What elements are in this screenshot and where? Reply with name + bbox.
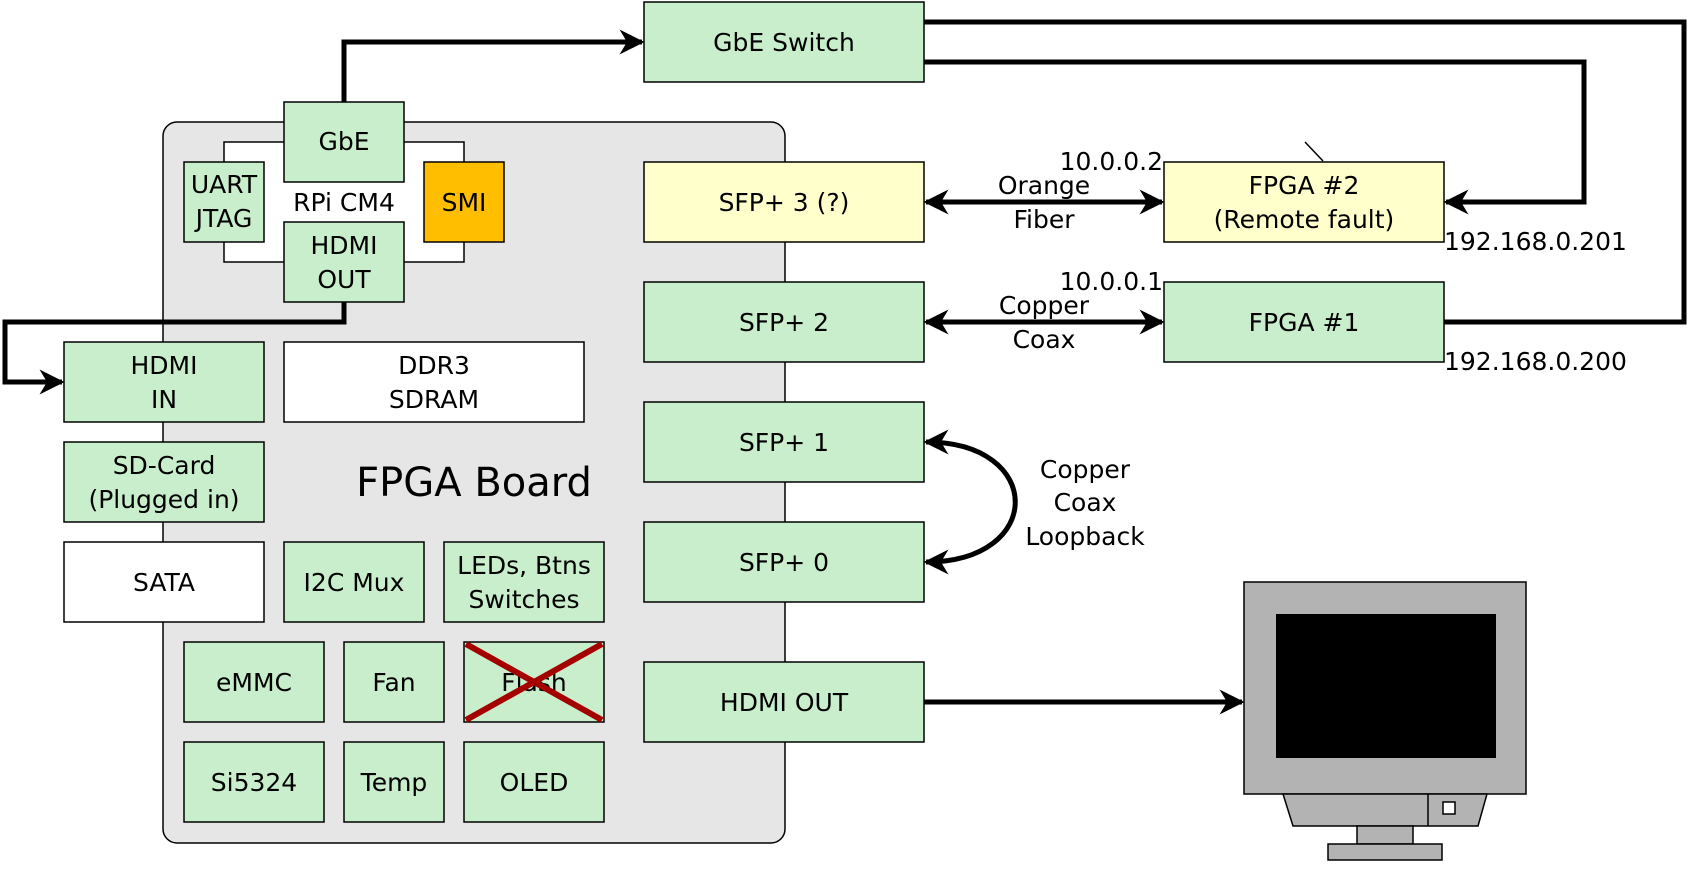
- loopback-line1: Copper: [1040, 455, 1131, 484]
- hdmi-in-box: [63, 341, 265, 423]
- temp-box: [343, 741, 445, 823]
- sfp3-box: [643, 161, 925, 243]
- fan-label: Fan: [372, 668, 415, 697]
- temp-label: Temp: [360, 768, 428, 797]
- sdcard-line1: SD-Card: [113, 451, 216, 480]
- orange-fiber-line2: Fiber: [1013, 205, 1075, 234]
- leds-line1: LEDs, Btns: [457, 551, 591, 580]
- cm4-gbe-to-switch-arrow: [341, 29, 645, 102]
- cm4-hdmi-to-hdmi-in-arrow: [2, 302, 347, 395]
- sdcard-box: [63, 441, 265, 523]
- fpga2-ip-192: 192.168.0.201: [1444, 227, 1627, 256]
- oled-label: OLED: [500, 768, 569, 797]
- ddr3-line1: DDR3: [398, 351, 470, 380]
- sata-box: [63, 541, 265, 623]
- ddr3-line2: SDRAM: [389, 385, 479, 414]
- fpga1-ip-192: 192.168.0.200: [1444, 347, 1627, 376]
- gbe-switch-label: GbE Switch: [713, 28, 855, 57]
- leds-btns-box: [443, 541, 605, 623]
- orange-fiber-line1: Orange: [998, 171, 1090, 200]
- sata-label: SATA: [133, 568, 195, 597]
- i2c-mux-box: [283, 541, 425, 623]
- sfp1-label: SFP+ 1: [739, 428, 829, 457]
- switch-to-fpga2-arrow: [924, 59, 1587, 215]
- sfp2-box: [643, 281, 925, 363]
- hdmi-in-line1: HDMI: [131, 351, 198, 380]
- cm4-gbe-label: GbE: [318, 127, 369, 156]
- fpga2-ip-10: 10.0.0.2: [1060, 147, 1163, 176]
- emmc-label: eMMC: [216, 668, 292, 697]
- emmc-box: [183, 641, 325, 723]
- cm4-label: RPi CM4: [293, 188, 395, 217]
- fpga-board-title: FPGA Board: [356, 460, 592, 506]
- sfp0-box: [643, 521, 925, 603]
- copper-coax-line1: Copper: [999, 291, 1090, 320]
- copper-coax-line2: Coax: [1013, 325, 1076, 354]
- board-hdmi-out-box: [643, 661, 925, 743]
- fpga1-label: FPGA #1: [1249, 308, 1360, 337]
- loopback-line3: Loopback: [1025, 522, 1145, 551]
- cm4-hdmi-out-line1: HDMI: [311, 231, 378, 260]
- board-hdmi-out-label: HDMI OUT: [720, 688, 849, 717]
- i2c-mux-label: I2C Mux: [304, 568, 405, 597]
- flash-cross-line-b: [464, 641, 604, 723]
- fpga2-box: [1163, 161, 1445, 243]
- sfp1-sfp0-loopback-arrow: [923, 429, 1018, 575]
- si5324-label: Si5324: [211, 768, 297, 797]
- switch-to-fpga1-line: [924, 19, 1687, 325]
- hdmi-in-line2: IN: [151, 385, 177, 414]
- cm4-hdmi-out-line2: OUT: [317, 265, 371, 294]
- monitor-icon: [1243, 581, 1527, 861]
- cm4-smi-box: [423, 161, 505, 243]
- sdcard-line2: (Plugged in): [88, 485, 239, 514]
- fpga1-ip-10: 10.0.0.1: [1060, 267, 1163, 296]
- cm4-smi-label: SMI: [442, 188, 487, 217]
- sfp0-label: SFP+ 0: [739, 548, 829, 577]
- monitor-screen: [1276, 614, 1496, 758]
- monitor-base: [1281, 793, 1488, 827]
- monitor-power-button: [1442, 801, 1456, 815]
- sfp1-box: [643, 401, 925, 483]
- sfp3-label: SFP+ 3 (?): [719, 188, 850, 217]
- fpga1-box: [1163, 281, 1445, 363]
- cm4-uart-jtag-box: [183, 161, 265, 243]
- fpga2-line2: (Remote fault): [1214, 205, 1395, 234]
- loopback-line2: Coax: [1054, 488, 1117, 517]
- cm4-jtag-line2: JTAG: [194, 204, 253, 233]
- fpga2-line1: FPGA #2: [1249, 171, 1360, 200]
- monitor-foot: [1327, 843, 1443, 861]
- monitor-neck: [1356, 825, 1414, 845]
- ddr3-box: [283, 341, 585, 423]
- fpga2-pointer-tick: [1304, 141, 1324, 162]
- cm4-uart-line1: UART: [191, 170, 258, 199]
- fan-box: [343, 641, 445, 723]
- si5324-box: [183, 741, 325, 823]
- sfp2-label: SFP+ 2: [739, 308, 829, 337]
- oled-box: [463, 741, 605, 823]
- leds-line2: Switches: [468, 585, 579, 614]
- gbe-switch-box: [643, 1, 925, 83]
